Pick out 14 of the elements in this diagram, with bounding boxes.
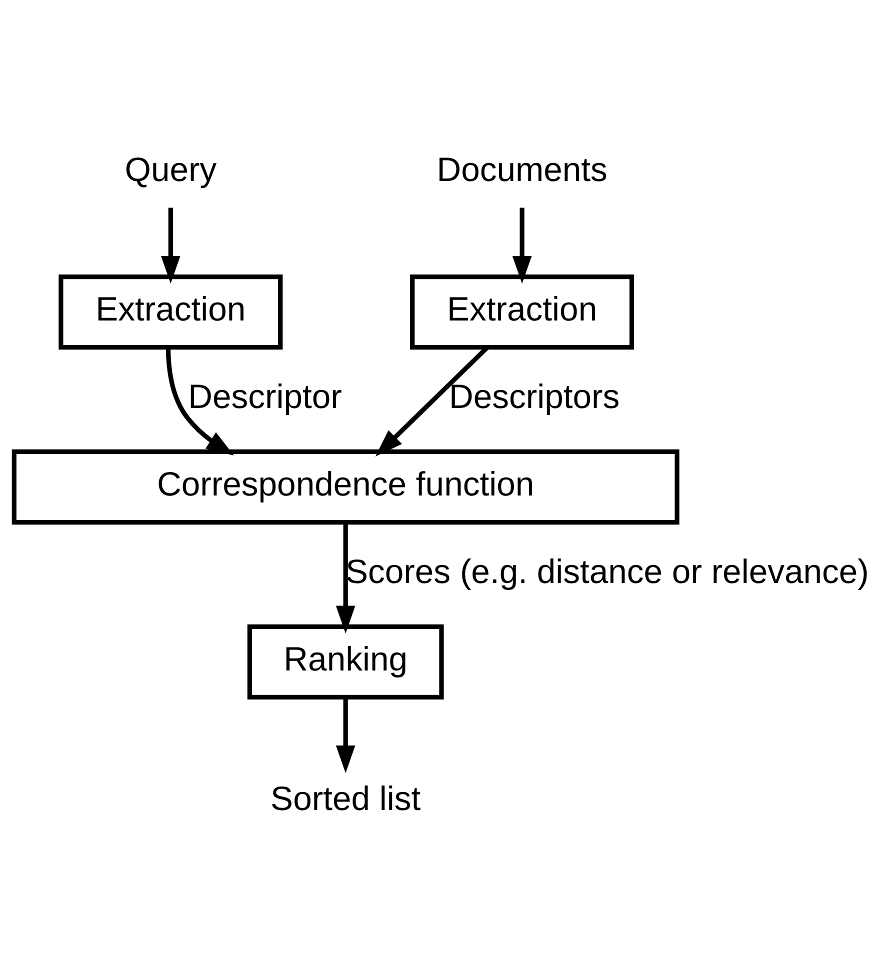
node-box: Extraction bbox=[58, 274, 283, 350]
node-text: Documents bbox=[436, 150, 608, 189]
arrow bbox=[166, 346, 234, 455]
node-text: Sorted list bbox=[270, 780, 421, 818]
node-text: Query bbox=[124, 150, 217, 189]
arrow bbox=[336, 696, 356, 773]
edge-label: Descriptors bbox=[449, 378, 620, 416]
node-box: Ranking bbox=[247, 624, 444, 700]
edge-label: Descriptor bbox=[188, 378, 342, 416]
arrow bbox=[512, 207, 532, 284]
node-box: Extraction bbox=[410, 274, 634, 350]
arrow bbox=[160, 207, 180, 284]
node-box: Correspondence function bbox=[12, 448, 680, 524]
arrow bbox=[336, 522, 356, 633]
